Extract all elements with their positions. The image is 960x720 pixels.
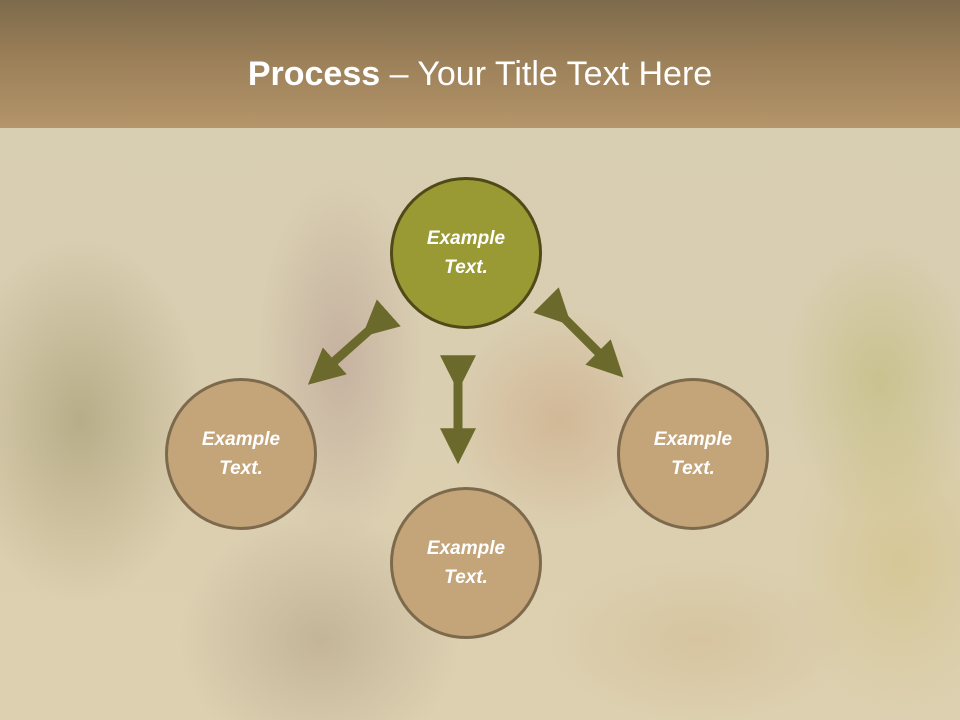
process-node-right[interactable]: Example Text. <box>617 378 769 530</box>
slide-title[interactable]: Process – Your Title Text Here <box>0 52 960 96</box>
node-label-line1: Example <box>201 429 281 450</box>
node-label-line2: Text. <box>671 458 715 479</box>
process-node-bottom[interactable]: Example Text. <box>390 487 542 639</box>
node-label-line2: Text. <box>444 257 488 278</box>
process-node-top[interactable]: Example Text. <box>390 177 542 329</box>
node-label: Example Text. <box>406 224 526 282</box>
title-band: Process – Your Title Text Here <box>0 0 960 128</box>
node-label: Example Text. <box>633 425 753 483</box>
node-label-line1: Example <box>653 429 733 450</box>
title-bold: Process <box>247 55 381 93</box>
arrow-top-left <box>307 299 401 385</box>
title-rest: – Your Title Text Here <box>380 55 713 93</box>
node-label-line1: Example <box>426 228 506 249</box>
node-label: Example Text. <box>406 534 526 592</box>
node-label-line2: Text. <box>219 458 263 479</box>
process-node-left[interactable]: Example Text. <box>165 378 317 530</box>
node-label: Example Text. <box>181 425 301 483</box>
node-label-line1: Example <box>426 538 506 559</box>
node-label-line2: Text. <box>444 567 488 588</box>
arrow-top-right <box>533 287 624 378</box>
